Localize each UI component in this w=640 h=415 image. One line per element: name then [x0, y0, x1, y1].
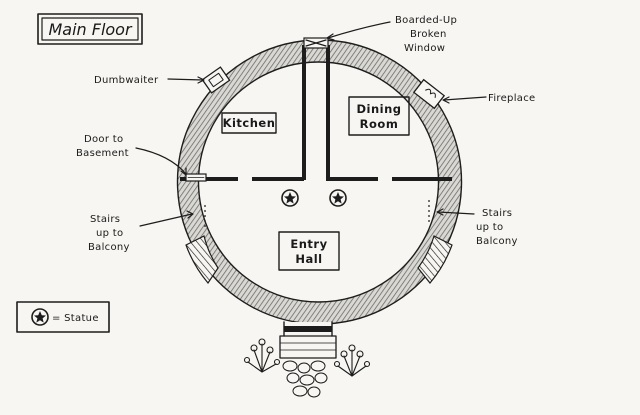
boarded-window [303, 37, 329, 49]
callout-boarded-window: Boarded-Up Broken Window [326, 15, 457, 54]
shrub-right [333, 344, 371, 377]
svg-text:Stairs: Stairs [482, 208, 512, 219]
svg-text:Window: Window [404, 43, 445, 54]
fireplace [412, 78, 446, 110]
legend: = Statue [16, 301, 110, 333]
svg-text:Room: Room [360, 117, 399, 131]
svg-text:Fireplace: Fireplace [488, 93, 535, 104]
stairs-right [417, 200, 453, 284]
svg-text:Kitchen: Kitchen [223, 116, 276, 130]
svg-text:up to: up to [476, 222, 503, 233]
shrub-left [243, 338, 281, 373]
svg-text:Dumbwaiter: Dumbwaiter [94, 75, 159, 86]
svg-text:Basement: Basement [76, 148, 129, 159]
stairs-left [185, 205, 219, 284]
legend-label: = Statue [52, 313, 99, 324]
svg-text:Stairs: Stairs [90, 214, 120, 225]
svg-text:Balcony: Balcony [476, 236, 518, 247]
page-title: Main Floor [48, 20, 133, 39]
svg-text:Balcony: Balcony [88, 242, 130, 253]
callout-stairs-left: Stairs up to Balcony [88, 210, 194, 253]
statue-icon [31, 308, 49, 326]
entry-hall-label: Entry Hall [278, 231, 340, 271]
svg-text:Dining: Dining [356, 102, 401, 116]
statue-icon [329, 189, 347, 207]
statue-icon [281, 189, 299, 207]
dining-room-label: Dining Room [348, 96, 410, 136]
front-steps [279, 335, 337, 398]
svg-text:Hall: Hall [295, 252, 322, 266]
callout-stairs-right: Stairs up to Balcony [436, 208, 518, 247]
svg-text:Entry: Entry [290, 237, 327, 251]
interior-walls [180, 45, 452, 182]
svg-text:Boarded-Up: Boarded-Up [395, 15, 457, 26]
title-box: Main Floor [37, 13, 143, 45]
callout-fireplace: Fireplace [442, 93, 535, 104]
callout-basement-door: Door to Basement [76, 134, 187, 176]
front-door [283, 321, 333, 337]
dumbwaiter [201, 66, 231, 94]
callout-dumbwaiter: Dumbwaiter [94, 75, 205, 86]
kitchen-label: Kitchen [221, 112, 277, 134]
svg-text:up to: up to [96, 228, 123, 239]
svg-text:Door to: Door to [84, 134, 123, 145]
basement-door [185, 173, 207, 182]
svg-text:Broken: Broken [410, 29, 447, 40]
